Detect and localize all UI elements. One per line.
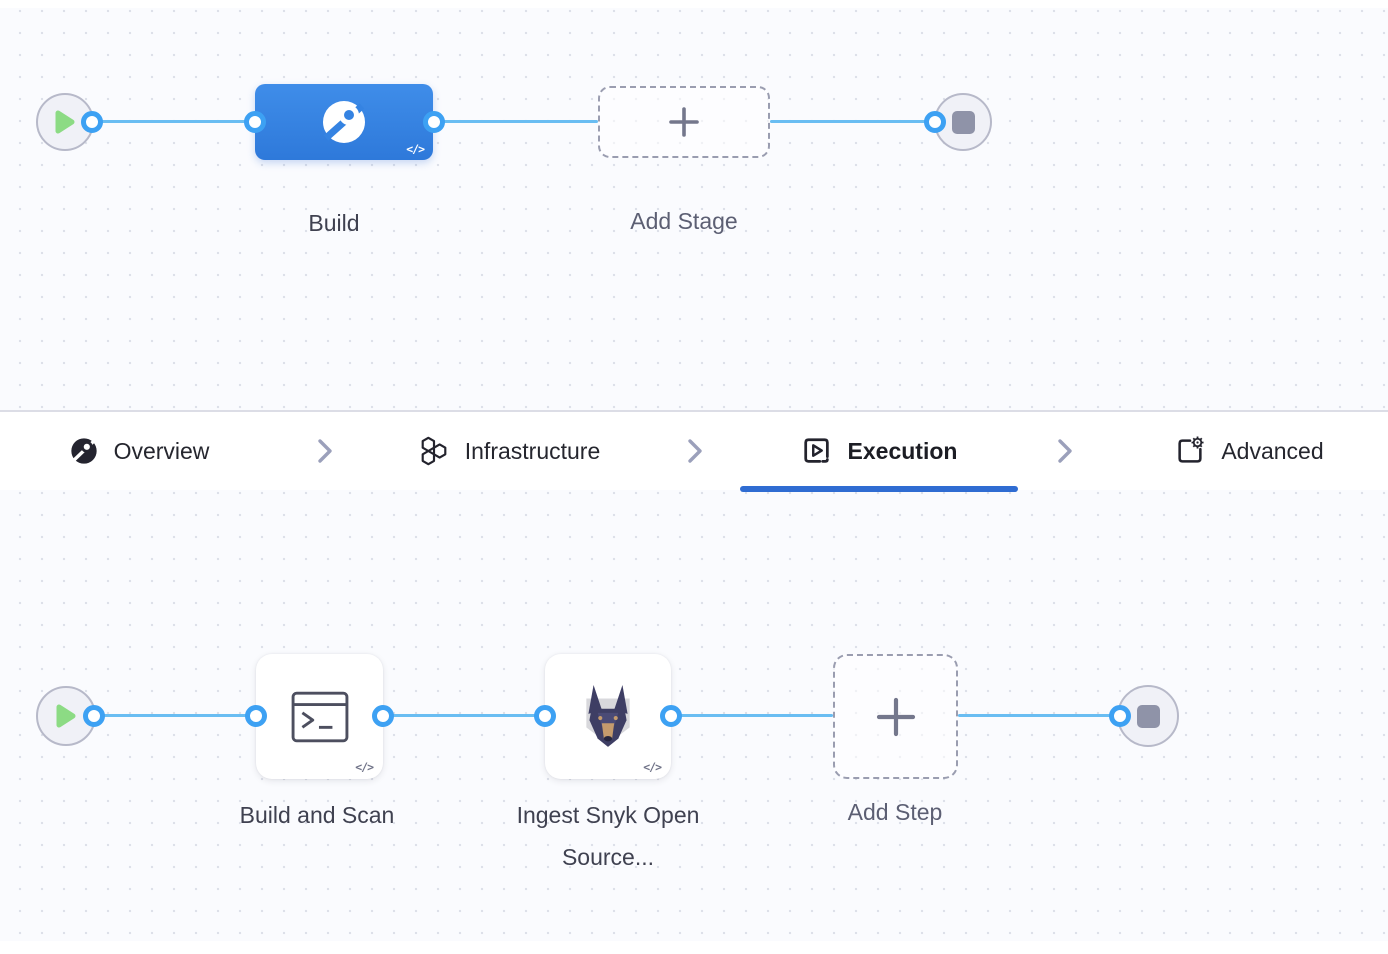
- connector-start-out: [83, 705, 105, 727]
- edge-addstage-to-end: [770, 120, 935, 123]
- chevron-right-icon: [278, 412, 370, 490]
- terminal-icon: [291, 691, 348, 742]
- tab-overview[interactable]: Overview: [0, 412, 278, 490]
- edge-start-to-buildscan: [94, 714, 256, 717]
- step-label-ingest-snyk: Ingest Snyk Open Source...: [516, 802, 700, 870]
- add-stage-button[interactable]: [598, 86, 770, 158]
- stop-icon: [951, 110, 975, 134]
- ci-build-icon: [323, 101, 365, 143]
- chevron-right-icon: [1018, 412, 1110, 490]
- play-icon: [56, 704, 76, 728]
- connector-buildscan-in: [245, 705, 267, 727]
- play-box-icon: [803, 438, 829, 463]
- edge-build-to-addstage: [434, 120, 598, 123]
- tab-execution[interactable]: Execution: [740, 412, 1018, 492]
- stage-pipeline-canvas[interactable]: </> Build Add Stage: [0, 8, 1388, 410]
- pipeline-end-node: [934, 93, 992, 151]
- execution-steps-canvas[interactable]: </> </> Build and Scan Ingest Snyk Ope: [0, 490, 1388, 941]
- step-node-ingest-snyk[interactable]: </>: [545, 654, 671, 779]
- active-tab-underline: [740, 486, 1018, 492]
- snyk-doberman-logo: [586, 684, 630, 747]
- step-node-build-and-scan[interactable]: </>: [256, 654, 383, 779]
- stage-node-build[interactable]: </>: [255, 84, 433, 160]
- connector-start-out: [81, 111, 103, 133]
- stage-label-build: Build: [308, 210, 360, 236]
- top-whitespace: [0, 0, 1388, 8]
- tab-infrastructure[interactable]: Infrastructure: [370, 412, 648, 490]
- step-label-build-and-scan: Build and Scan: [239, 802, 395, 828]
- connector-build-in: [244, 111, 266, 133]
- tab-execution-label: Execution: [847, 437, 958, 464]
- stop-icon: [1136, 704, 1160, 728]
- add-step-label: Add Step: [847, 799, 943, 825]
- plus-icon: [669, 107, 699, 137]
- connector-end-in: [924, 111, 946, 133]
- edge-addstep-to-end: [958, 714, 1120, 717]
- play-icon: [55, 110, 75, 134]
- edge-start-to-build: [92, 120, 256, 123]
- hexagons-icon: [421, 436, 447, 466]
- connector-snyk-out: [660, 705, 682, 727]
- tab-advanced-label: Advanced: [1221, 437, 1324, 464]
- bottom-whitespace: [0, 941, 1388, 954]
- yaml-code-badge: </>: [643, 760, 662, 774]
- edge-buildscan-to-snyk: [383, 714, 545, 717]
- connector-buildscan-out: [372, 705, 394, 727]
- add-stage-label: Add Stage: [630, 208, 738, 234]
- connector-snyk-in: [534, 705, 556, 727]
- stage-config-tab-bar: Overview Infrastructure Execution: [0, 410, 1388, 492]
- file-gear-icon: [1178, 436, 1204, 463]
- connector-build-out: [423, 111, 445, 133]
- ci-build-icon: [70, 438, 97, 464]
- tab-overview-label: Overview: [113, 437, 210, 464]
- yaml-code-badge: </>: [406, 142, 425, 156]
- connector-end-in: [1109, 705, 1131, 727]
- tab-advanced[interactable]: Advanced: [1110, 412, 1388, 490]
- chevron-right-icon: [648, 412, 740, 490]
- yaml-code-badge: </>: [355, 760, 374, 774]
- add-step-button[interactable]: [833, 654, 958, 779]
- edge-snyk-to-addstep: [671, 714, 833, 717]
- plus-icon: [876, 697, 915, 736]
- tab-infrastructure-label: Infrastructure: [464, 437, 601, 464]
